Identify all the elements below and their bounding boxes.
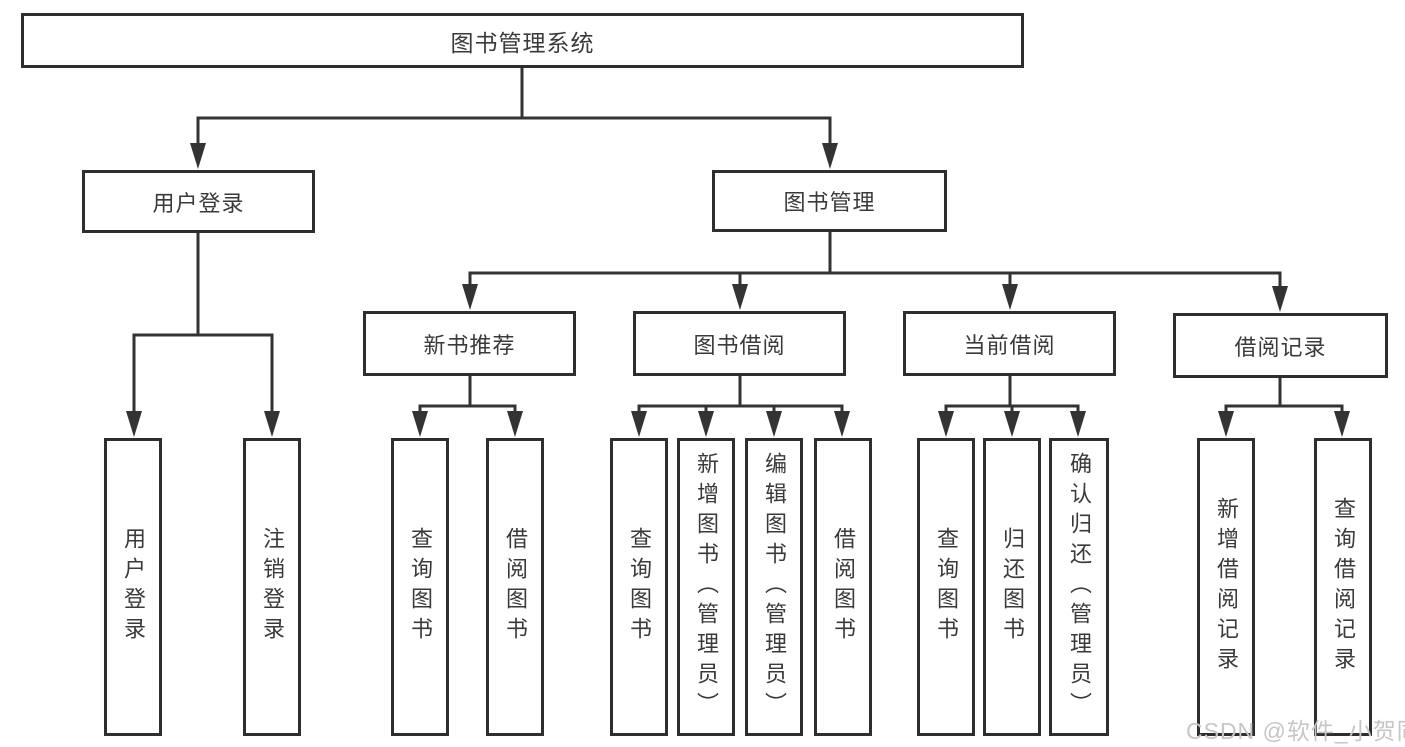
leaf-label: 新增借阅记录	[1214, 497, 1239, 677]
leaf-current-return-books: 归还图书	[983, 438, 1041, 736]
leaf-label: 确认归还（管理员）	[1067, 452, 1092, 722]
leaf-borrow-borrow-books: 借阅图书	[814, 438, 872, 736]
leaf-label: 编辑图书（管理员）	[762, 452, 787, 722]
leaf-recommend-query-books: 查询图书	[391, 438, 449, 736]
leaf-label: 归还图书	[1000, 527, 1025, 647]
leaf-label: 注销登录	[260, 527, 285, 647]
leaf-label: 查询图书	[934, 527, 959, 647]
leaf-records-query-record: 查询借阅记录	[1314, 438, 1372, 736]
arrowhead-icons	[126, 143, 1350, 437]
leaf-current-query-books: 查询图书	[917, 438, 975, 736]
node-root-system: 图书管理系统	[21, 13, 1024, 68]
node-book-borrow: 图书借阅	[633, 311, 846, 376]
leaf-label: 借阅图书	[831, 527, 856, 647]
node-current-borrow: 当前借阅	[903, 311, 1116, 376]
leaf-logout: 注销登录	[243, 438, 301, 736]
leaf-label: 查询图书	[408, 527, 433, 647]
leaf-current-confirm-return-admin: 确认归还（管理员）	[1049, 438, 1109, 736]
leaf-records-add-record: 新增借阅记录	[1197, 438, 1255, 736]
leaf-user-login: 用户登录	[104, 438, 162, 736]
node-borrow-records: 借阅记录	[1173, 313, 1388, 378]
leaf-label: 用户登录	[121, 527, 146, 647]
leaf-label: 查询图书	[627, 527, 652, 647]
leaf-borrow-add-books-admin: 新增图书（管理员）	[677, 438, 735, 736]
leaf-label: 借阅图书	[503, 527, 528, 647]
leaf-borrow-edit-books-admin: 编辑图书（管理员）	[745, 438, 803, 736]
watermark: CSDN @软件_小贺同学	[1186, 718, 1405, 744]
node-user-login: 用户登录	[82, 170, 315, 233]
node-book-management: 图书管理	[712, 170, 947, 232]
node-new-book-recommend: 新书推荐	[363, 311, 576, 376]
leaf-label: 查询借阅记录	[1331, 497, 1356, 677]
leaf-borrow-query-books: 查询图书	[610, 438, 668, 736]
leaf-label: 新增图书（管理员）	[694, 452, 719, 722]
leaf-recommend-borrow-books: 借阅图书	[486, 438, 544, 736]
